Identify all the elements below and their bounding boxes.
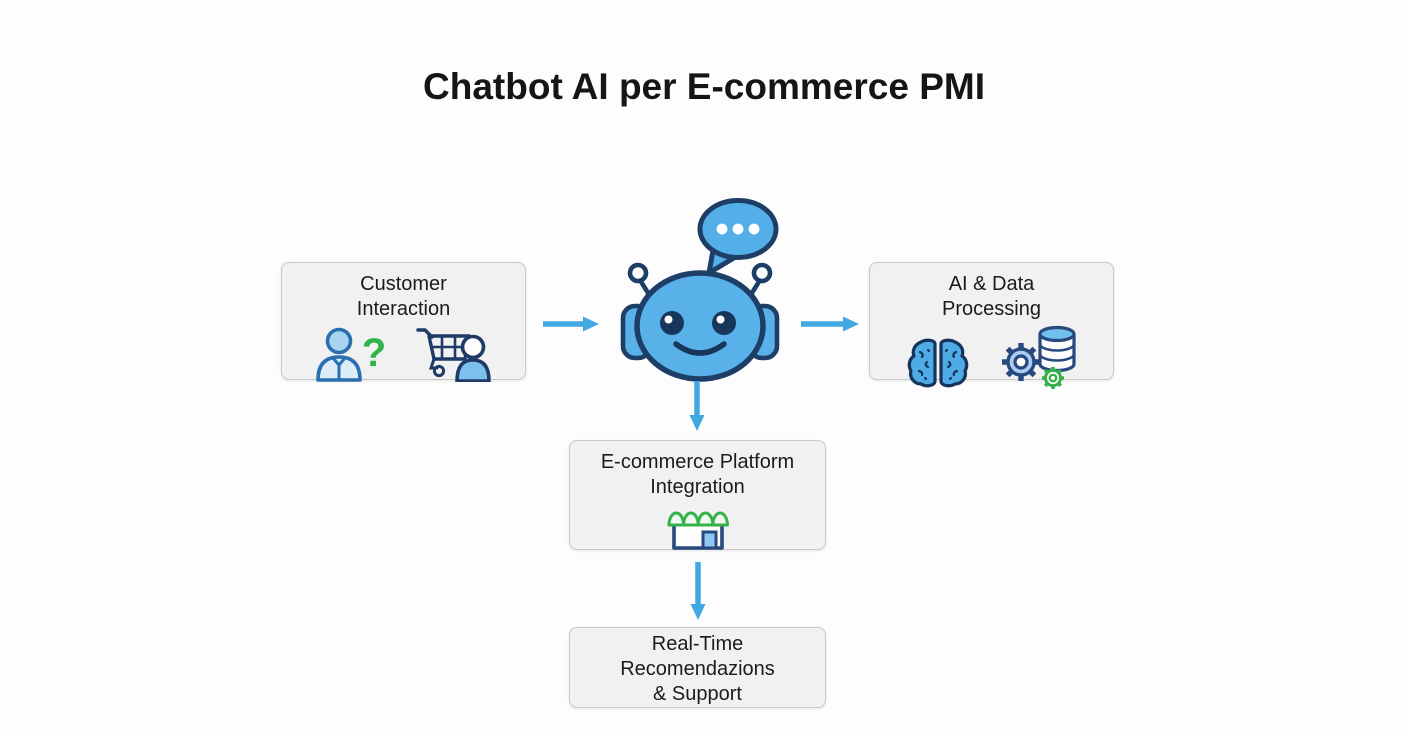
node-label: & Support (653, 683, 742, 705)
storefront-icon (666, 501, 730, 551)
brain-icon (906, 338, 970, 390)
cart-user-icon (415, 324, 497, 382)
arrow-ecommerce-to-realtime (689, 562, 707, 620)
diagram-title: Chatbot AI per E-commerce PMI (423, 66, 985, 107)
node-label: E-commerce Platform (600, 451, 795, 473)
node-label: AI & Data (948, 273, 1035, 295)
node-ai-data-processing: AI & Data Processing (869, 262, 1114, 389)
node-label: Processing (942, 298, 1041, 320)
icon-row: ? (311, 324, 497, 382)
robot-smile (673, 341, 727, 356)
svg-text:?: ? (361, 331, 385, 375)
arrow-robot-to-ecommerce (688, 381, 706, 431)
arrow-customer-to-robot (543, 315, 599, 333)
speech-bubble-icon (697, 198, 779, 276)
icon-row (666, 501, 730, 551)
node-ecommerce-platform-integration: E-commerce Platform Integration (569, 440, 826, 550)
user-question-icon: ? (311, 324, 391, 382)
node-label: Recomendazions (620, 658, 775, 680)
chatbot-robot-icon (612, 193, 792, 393)
robot-eyes (660, 311, 736, 335)
node-customer-interaction: Customer Interaction ? (281, 262, 526, 382)
gears-database-icon (996, 324, 1078, 390)
node-label: Customer (360, 273, 447, 295)
arrow-robot-to-ai (801, 315, 859, 333)
robot-head (634, 270, 766, 382)
node-realtime-recommendations-support: Real-Time Recomendazions & Support (569, 627, 826, 708)
icon-row (906, 324, 1078, 390)
node-label: Interaction (356, 298, 451, 320)
node-label: Integration (650, 476, 745, 498)
node-label: Real-Time (651, 633, 744, 655)
